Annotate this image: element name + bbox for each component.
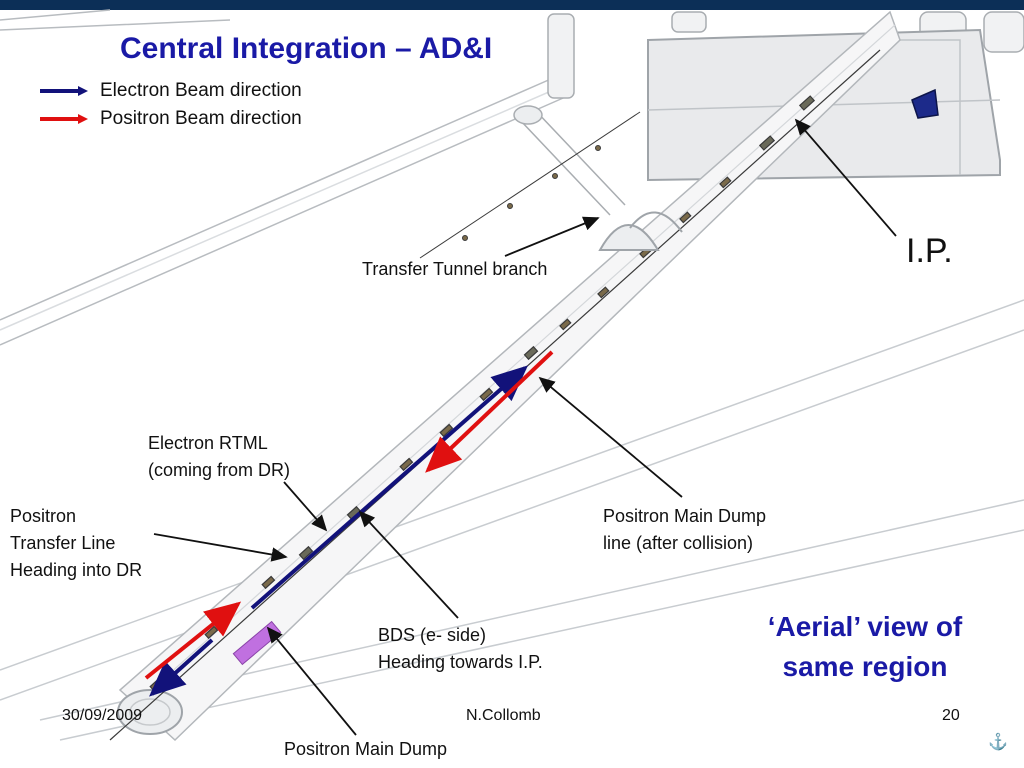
- annotation-leaders: [153, 118, 897, 736]
- positron-transfer-line1: Positron: [10, 506, 77, 526]
- anchor-icon: ⚓: [988, 734, 1008, 751]
- bds-line2: Heading towards I.P.: [378, 652, 543, 672]
- positron-dump-line2: line (after collision): [603, 533, 754, 553]
- footer-date: 30/09/2009: [62, 707, 143, 724]
- positron-arrow-icon: [40, 114, 88, 124]
- top-bar: [0, 0, 1024, 10]
- positron-beam-arrow-upper: [425, 350, 554, 473]
- footer-author: N.Collomb: [466, 707, 541, 724]
- aerial-line2: same region: [782, 651, 948, 682]
- positron-transfer-line3: Heading into DR: [10, 560, 143, 580]
- legend-positron-label: Positron Beam direction: [100, 108, 302, 129]
- aerial-line1: ‘Aerial’ view of: [767, 611, 963, 642]
- bds-label: BDS (e- side) Heading towards I.P.: [378, 622, 543, 676]
- positron-transfer-line2: Transfer Line: [10, 533, 116, 553]
- page-title: Central Integration – AD&I: [120, 32, 493, 65]
- electron-rtml-line1: Electron RTML: [148, 433, 268, 453]
- legend-electron: Electron Beam direction: [40, 79, 302, 103]
- positron-dump-line-label: Positron Main Dump line (after collision…: [603, 503, 766, 557]
- electron-beam-arrow-long: [250, 365, 529, 610]
- detector-icon: [911, 88, 939, 119]
- electron-rtml-label: Electron RTML (coming from DR): [148, 430, 290, 484]
- transfer-tunnel: [513, 105, 683, 251]
- electron-arrow-icon: [40, 86, 88, 96]
- transfer-tunnel-label: Transfer Tunnel branch: [362, 259, 548, 279]
- positron-main-dump-label: Positron Main Dump: [284, 739, 448, 759]
- positron-dump-line1: Positron Main Dump: [603, 506, 767, 526]
- electron-beam-arrow-short: [149, 638, 214, 697]
- transfer-line: [419, 111, 641, 259]
- electron-rtml-line2: (coming from DR): [148, 460, 291, 480]
- positron-transfer-label: Positron Transfer Line Heading into DR: [10, 503, 142, 584]
- background-tunnels: [0, 9, 1024, 741]
- footer-page-number: 20: [942, 707, 960, 724]
- positron-beam-arrow-lower: [144, 601, 242, 680]
- bds-line1: BDS (e- side): [378, 625, 487, 645]
- aerial-view-caption: ‘Aerial’ view of same region: [730, 607, 1000, 687]
- legend-positron: Positron Beam direction: [40, 107, 302, 131]
- ip-label: I.P.: [906, 232, 953, 270]
- legend-electron-label: Electron Beam direction: [100, 80, 302, 101]
